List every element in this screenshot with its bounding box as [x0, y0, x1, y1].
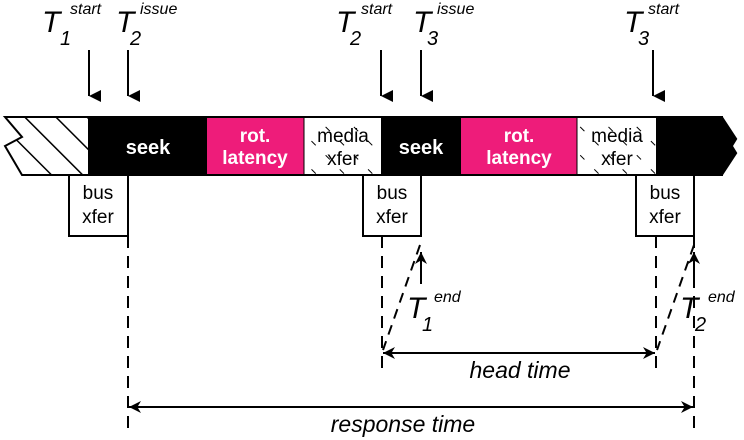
svg-text:2: 2 [694, 314, 706, 336]
rot-latency-segment-1 [207, 117, 304, 175]
svg-text:bus: bus [377, 183, 408, 204]
timeline-bar: seek rot. latency media xfer seek rot. l… [2, 116, 744, 176]
svg-text:xfer: xfer [376, 207, 408, 228]
diagonal-t2-end [656, 244, 695, 351]
svg-text:T: T [336, 6, 357, 39]
svg-text:bus: bus [650, 183, 681, 204]
bus-xfer-box-3: bus xfer [635, 174, 695, 237]
svg-text:3: 3 [638, 28, 649, 50]
timestamp-t1-start: T 1 start [42, 1, 102, 50]
svg-text:rot.: rot. [240, 126, 271, 147]
media-xfer-segment-1 [304, 117, 381, 175]
svg-text:xfer: xfer [82, 207, 114, 228]
svg-text:media: media [591, 126, 643, 147]
svg-text:T: T [116, 6, 137, 39]
svg-text:seek: seek [399, 137, 444, 159]
bus-xfer-box-2: bus xfer [362, 174, 422, 237]
svg-text:1: 1 [60, 28, 71, 50]
timestamp-t1-end: T 1 end [407, 289, 462, 336]
svg-text:2: 2 [349, 28, 361, 50]
svg-text:start: start [361, 1, 393, 18]
prior-activity-segment [2, 116, 90, 176]
timestamp-t2-start: T 2 start [336, 1, 393, 50]
svg-text:T: T [680, 292, 701, 325]
svg-text:1: 1 [422, 314, 433, 336]
timestamp-t3-issue: T 3 issue [413, 1, 474, 50]
svg-text:3: 3 [427, 28, 438, 50]
timestamp-t3-start: T 3 start [624, 1, 680, 50]
svg-text:T: T [624, 6, 645, 39]
svg-text:xfer: xfer [327, 149, 359, 170]
svg-text:latency: latency [222, 148, 288, 169]
seek-segment-3 [656, 117, 742, 175]
svg-text:T: T [413, 6, 434, 39]
seek-segment-1 [89, 117, 207, 175]
seek-segment-2 [381, 117, 461, 175]
head-time-label: head time [469, 357, 570, 383]
svg-text:xfer: xfer [649, 207, 681, 228]
svg-text:end: end [708, 289, 736, 306]
svg-text:2: 2 [129, 28, 141, 50]
svg-text:xfer: xfer [601, 149, 633, 170]
svg-text:bus: bus [83, 183, 114, 204]
timestamp-t2-end: T 2 end [680, 289, 736, 336]
svg-text:end: end [434, 289, 462, 306]
svg-text:T: T [42, 6, 63, 39]
svg-text:start: start [648, 1, 680, 18]
svg-text:T: T [407, 292, 428, 325]
diagonal-t1-end [382, 244, 421, 351]
svg-text:media: media [317, 126, 369, 147]
svg-text:rot.: rot. [504, 126, 535, 147]
response-time-label: response time [331, 411, 475, 437]
media-xfer-segment-2 [577, 117, 656, 175]
svg-text:latency: latency [486, 148, 552, 169]
bus-xfer-box-1: bus xfer [68, 174, 129, 237]
svg-text:seek: seek [126, 137, 171, 159]
svg-text:issue: issue [437, 1, 474, 18]
svg-text:issue: issue [140, 1, 177, 18]
right-notch [733, 128, 744, 164]
rot-latency-segment-2 [461, 117, 577, 175]
timestamp-t2-issue: T 2 issue [116, 1, 177, 50]
svg-text:start: start [70, 1, 102, 18]
